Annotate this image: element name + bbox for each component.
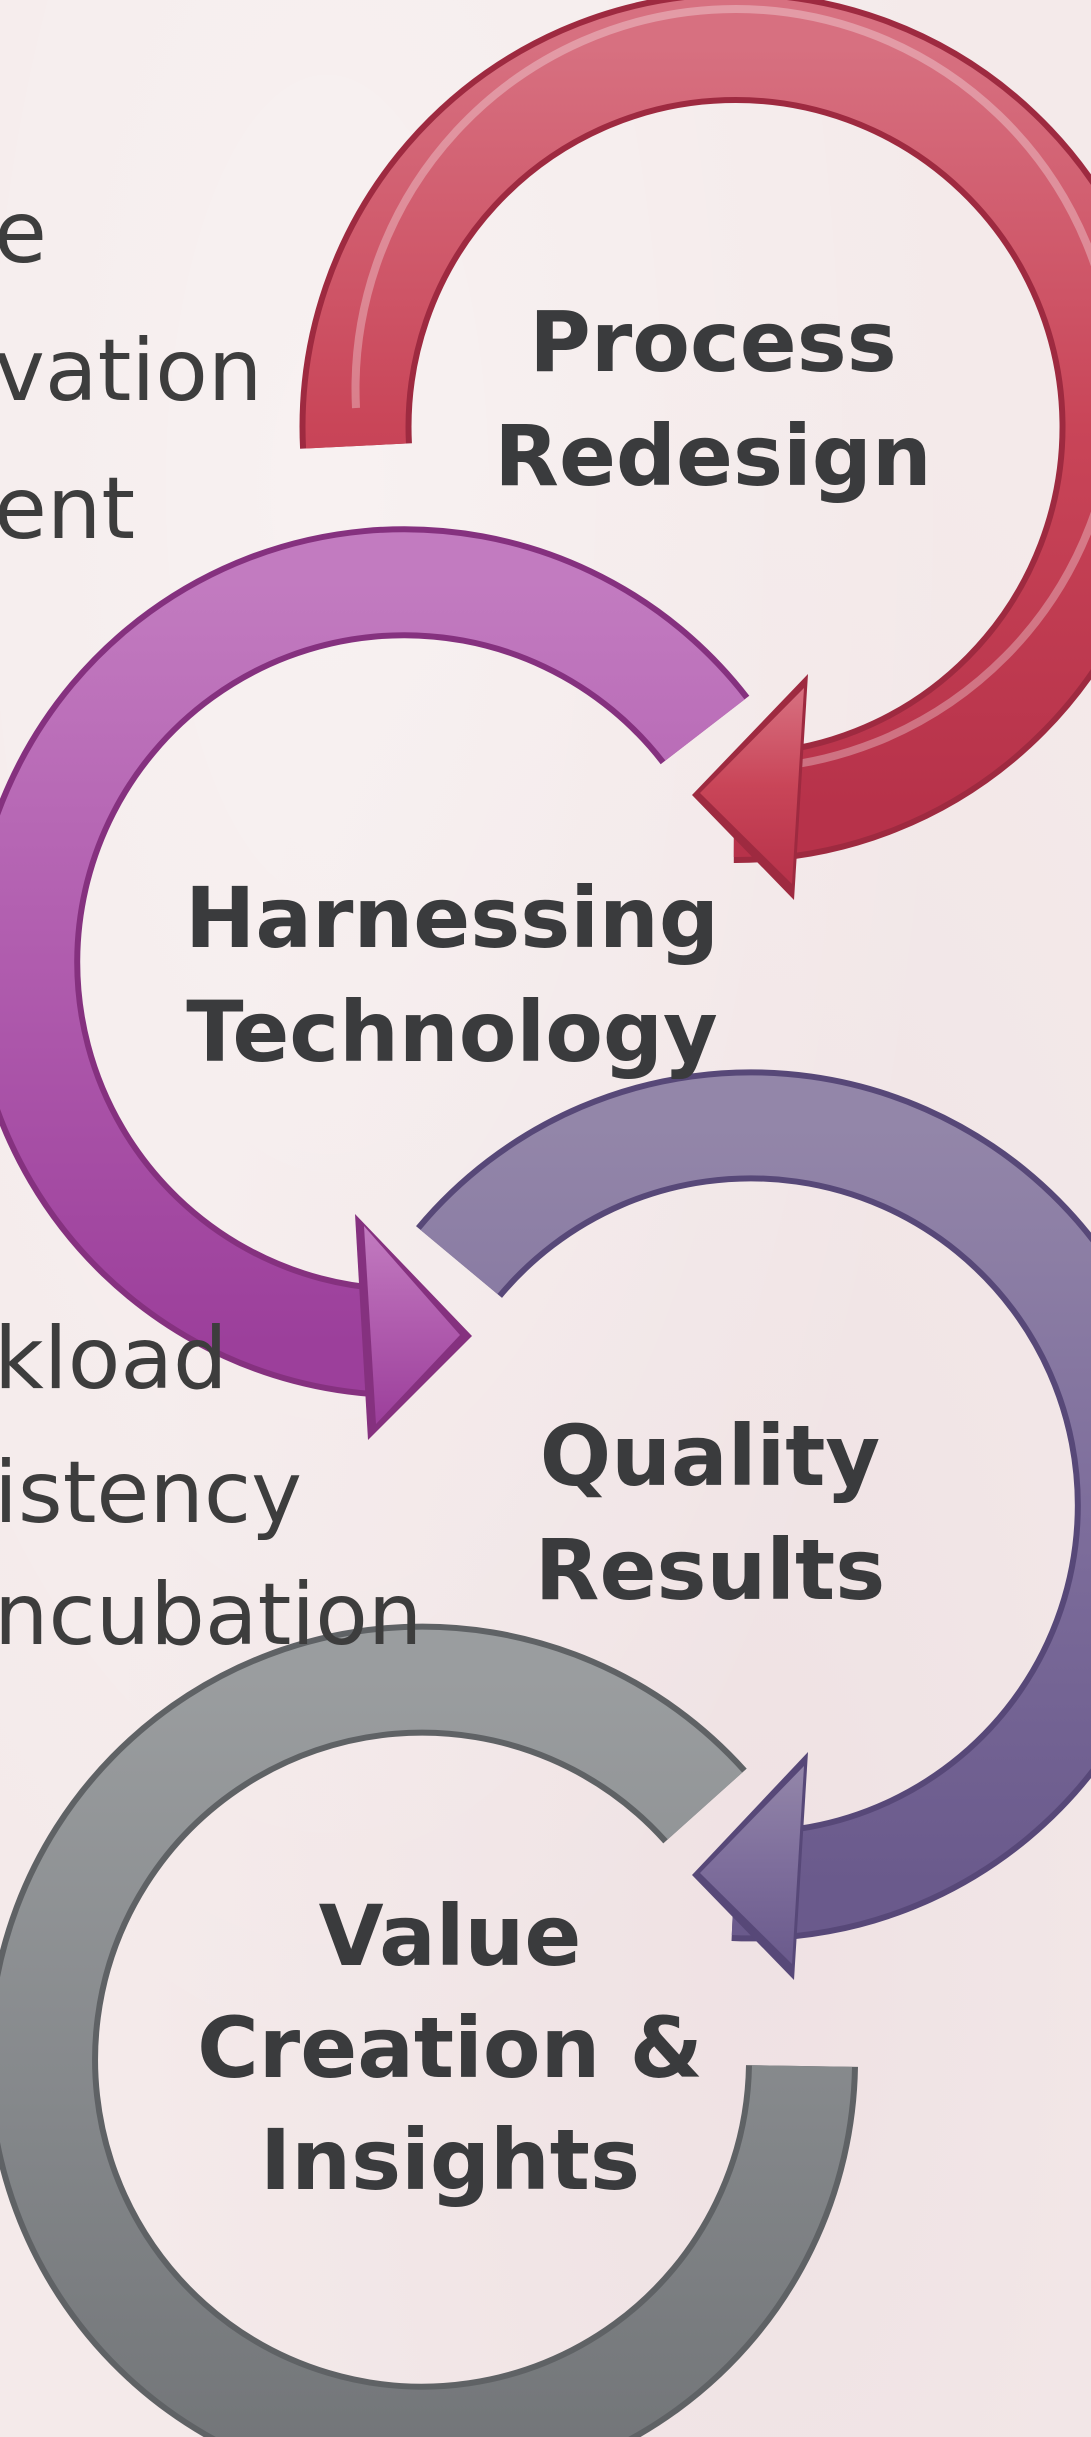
- side-text-bottom-2: istency: [0, 1443, 303, 1543]
- stage-label-value-creation: Value Creation & Insights: [197, 1894, 703, 2202]
- stage-label-line: Creation &: [197, 1999, 703, 2097]
- side-text-bottom-3: ncubation: [0, 1565, 423, 1665]
- stage-label-harnessing-technology: Harnessing Technology: [185, 876, 719, 1074]
- value-creation-ring: [0, 1623, 858, 2437]
- process-redesign-arrow: [299, 0, 1091, 900]
- stage-label-process-redesign: Process Redesign: [494, 300, 931, 498]
- quality-results-arrow: [416, 1069, 1091, 1980]
- side-text-top-3: ent: [0, 459, 136, 559]
- stage-label-line: Results: [534, 1521, 886, 1619]
- side-text-bottom-1: kload: [0, 1309, 228, 1409]
- stage-label-line: Process: [529, 293, 897, 391]
- stage-label-line: Value: [318, 1887, 582, 1985]
- stage-label-line: Redesign: [494, 407, 932, 505]
- stage-label-quality-results: Quality Results: [535, 1414, 885, 1612]
- harnessing-technology-arrow: [0, 526, 750, 1440]
- stage-label-line: Quality: [539, 1407, 881, 1505]
- side-text-top-2: vation: [0, 321, 263, 421]
- side-text-top-1: e: [0, 183, 47, 283]
- stage-label-line: Insights: [260, 2111, 640, 2209]
- stage-label-line: Technology: [186, 983, 718, 1081]
- stage-label-line: Harnessing: [185, 869, 719, 967]
